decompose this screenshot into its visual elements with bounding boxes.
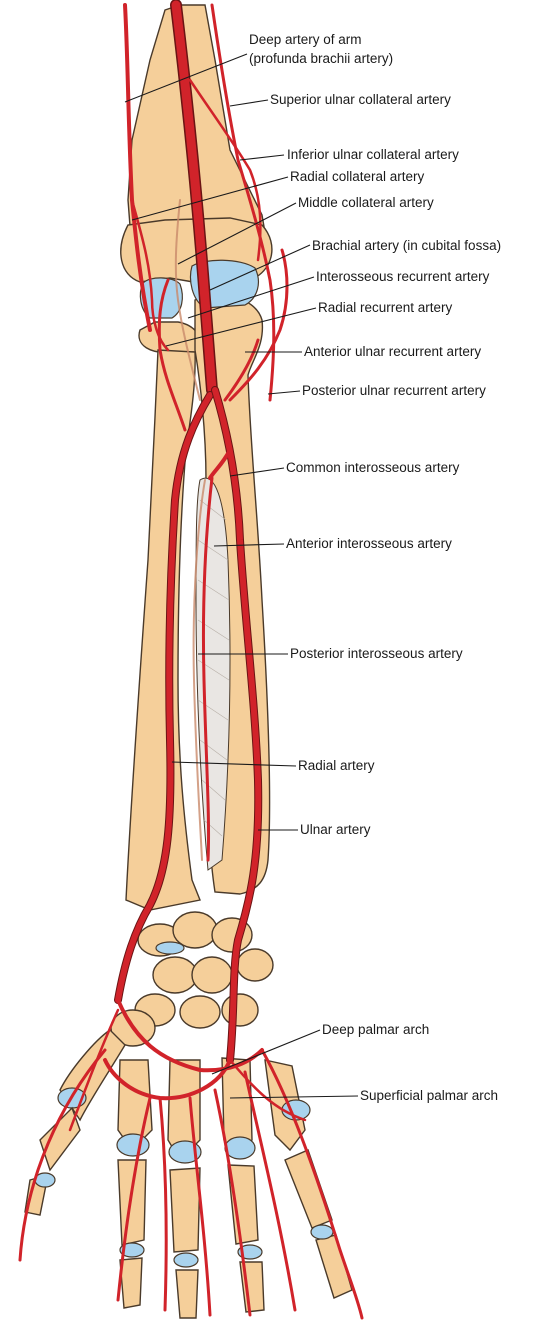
label-ulnar-artery: Ulnar artery [300, 822, 371, 837]
label-radial-artery: Radial artery [298, 758, 375, 773]
label-deep-artery-of-arm-sub: (profunda brachii artery) [249, 51, 393, 66]
label-anterior-interosseous: Anterior interosseous artery [286, 536, 452, 551]
label-radial-collateral: Radial collateral artery [290, 169, 425, 184]
label-posterior-ulnar-recurrent: Posterior ulnar recurrent artery [302, 383, 486, 398]
label-deep-palmar-arch: Deep palmar arch [322, 1022, 429, 1037]
label-common-interosseous: Common interosseous artery [286, 460, 460, 475]
label-superior-ulnar-collateral: Superior ulnar collateral artery [270, 92, 451, 107]
label-radial-recurrent: Radial recurrent artery [318, 300, 453, 315]
label-deep-artery-of-arm: Deep artery of arm [249, 32, 362, 47]
label-inferior-ulnar-collateral: Inferior ulnar collateral artery [287, 147, 459, 162]
label-anterior-ulnar-recurrent: Anterior ulnar recurrent artery [304, 344, 481, 359]
label-superficial-palmar-arch: Superficial palmar arch [360, 1088, 498, 1103]
label-middle-collateral: Middle collateral artery [298, 195, 434, 210]
label-posterior-interosseous: Posterior interosseous artery [290, 646, 463, 661]
label-interosseous-recurrent: Interosseous recurrent artery [316, 269, 490, 284]
interosseous-membrane [196, 478, 230, 870]
labels: Deep artery of arm (profunda brachii art… [249, 32, 501, 1103]
label-brachial-artery: Brachial artery (in cubital fossa) [312, 238, 501, 253]
